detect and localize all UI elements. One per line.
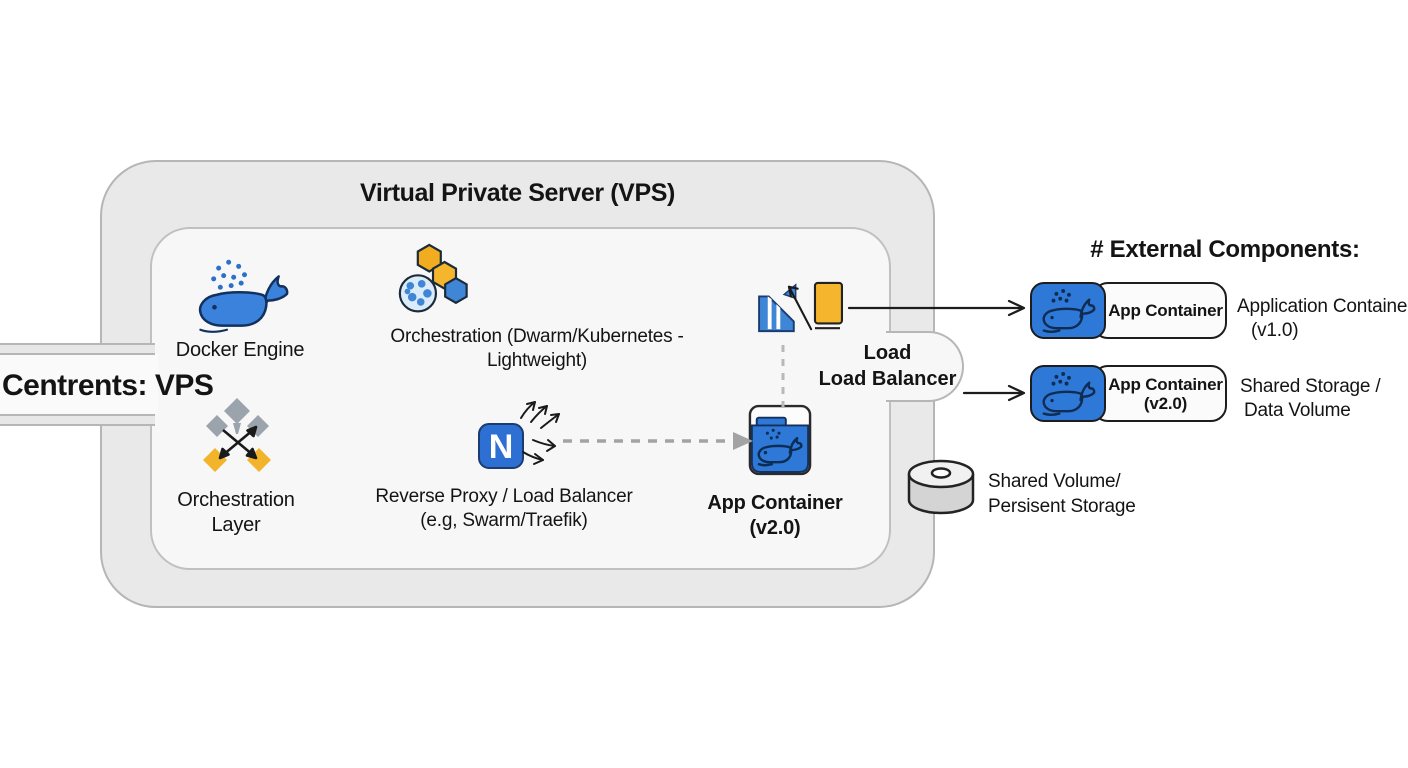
reverse-proxy-label: Reverse Proxy / Load Balancer (e.g, Swar… xyxy=(375,486,633,531)
external-container-2: App Container (v2.0) xyxy=(1030,365,1227,422)
shared-volume-label: Shared Volume/ Persisent Storage xyxy=(988,471,1136,517)
arrowhead xyxy=(1007,299,1026,317)
left-tab-cutout xyxy=(0,354,158,414)
n-badge-arrows-icon: N xyxy=(478,401,560,469)
orchestration-label: Orchestration (Dwarm/Kubernetes - Lightw… xyxy=(390,326,684,371)
app-container-label: App Container (v2.0) xyxy=(707,492,843,539)
whale-outline-icon xyxy=(1042,288,1096,333)
load-balancer-label-line2: Load Balancer xyxy=(818,368,957,390)
crossed-arrows-diamonds-icon xyxy=(203,398,271,472)
cylinder-icon xyxy=(907,459,975,515)
app-container-pill: App Container xyxy=(1092,282,1227,339)
external-components-heading: # External Components: xyxy=(1090,236,1360,263)
load-balancer-label: Load Load Balancer xyxy=(800,340,975,392)
svg-text:N: N xyxy=(489,428,514,466)
load-balancer-label-line1: Load xyxy=(863,342,912,364)
whale-badge-icon xyxy=(1030,282,1106,339)
vps-title: Virtual Private Server (VPS) xyxy=(360,179,675,207)
external-note-2: Shared Storage / Data Volume xyxy=(1240,376,1381,421)
whale-outline-icon xyxy=(1042,371,1096,416)
chart-trend-card-icon xyxy=(758,281,844,333)
whale-icon xyxy=(198,259,289,333)
arrowhead xyxy=(1007,384,1026,402)
hexagon-cluster-icon xyxy=(398,243,468,313)
left-tab-wall-bottom xyxy=(0,414,155,426)
external-container-1: App Container xyxy=(1030,282,1227,339)
whale-badge-icon xyxy=(1030,365,1106,422)
docker-engine-label: Docker Engine xyxy=(175,339,305,361)
left-tab-label: Centrents: VPS xyxy=(2,369,214,402)
load-balancer-bump xyxy=(886,331,964,402)
app-container-pill: App Container (v2.0) xyxy=(1092,365,1227,422)
container-whale-icon xyxy=(748,404,812,476)
left-tab-wall-top xyxy=(0,343,155,355)
orchestration-layer-label: Orchestration Layer xyxy=(177,489,295,536)
external-note-1: Application Containe (v1.0) xyxy=(1237,296,1408,341)
